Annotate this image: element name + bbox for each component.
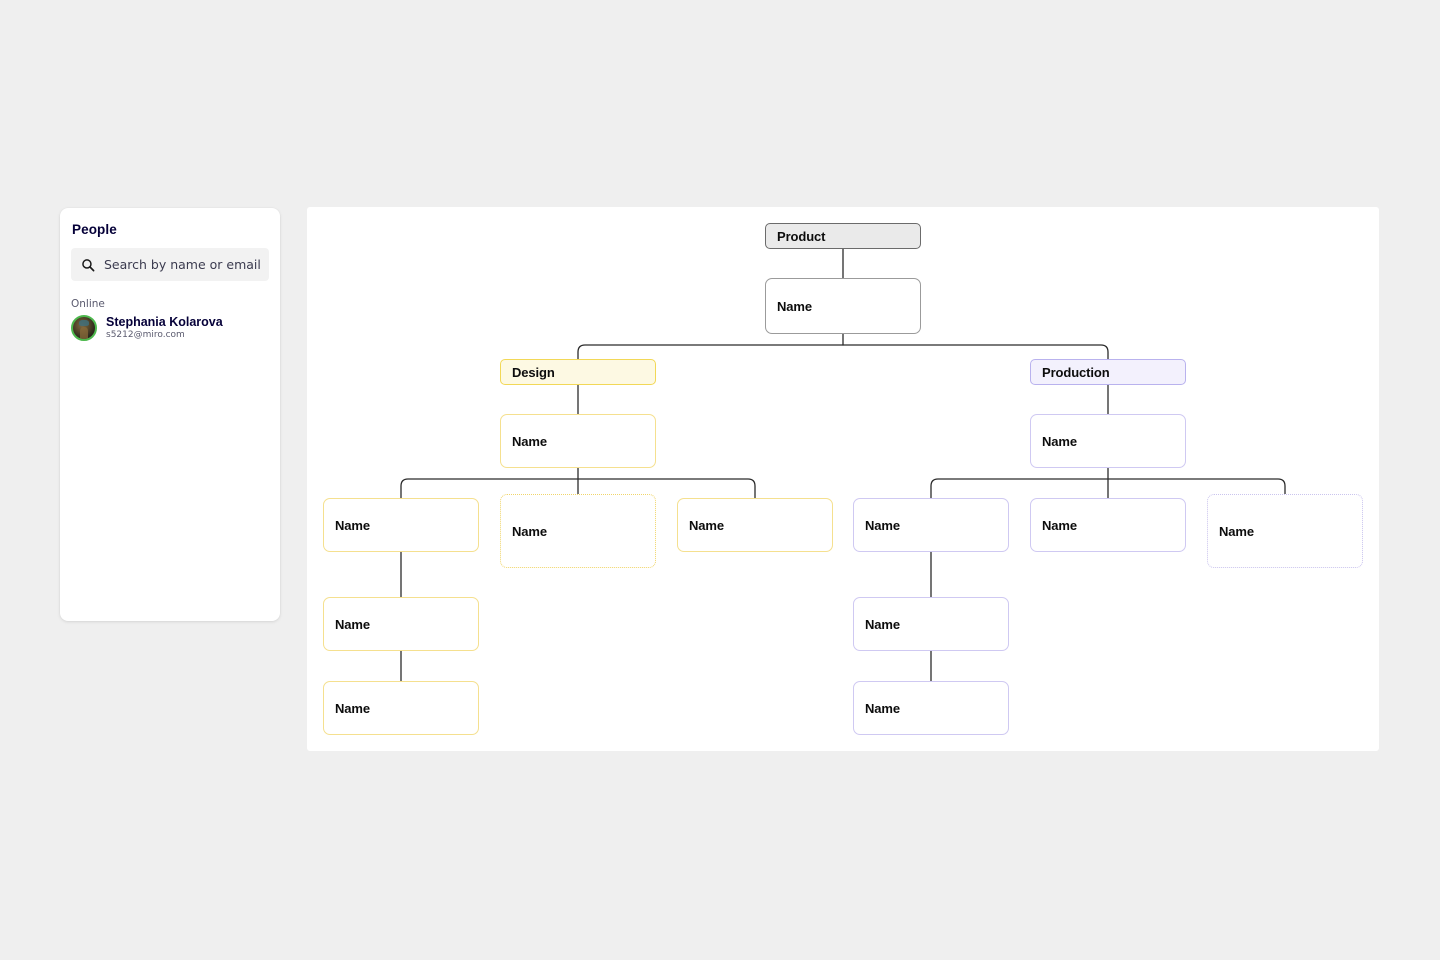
org-person-node[interactable]: Name	[500, 494, 656, 568]
node-label: Name	[1219, 523, 1255, 539]
org-person-node[interactable]: Name	[677, 498, 833, 552]
connector-line	[930, 478, 1109, 499]
org-person-node[interactable]: Name	[323, 597, 479, 651]
connector-line	[842, 344, 1109, 360]
node-label: Name	[335, 517, 371, 533]
node-label: Name	[512, 523, 548, 539]
node-label: Name	[1042, 433, 1078, 449]
org-person-node[interactable]: Name	[853, 498, 1009, 552]
search-icon	[82, 258, 95, 271]
node-label: Name	[777, 298, 813, 314]
online-section-label: Online	[71, 298, 105, 310]
node-label: Name	[1042, 517, 1078, 533]
avatar	[71, 315, 97, 341]
org-person-node[interactable]: Name	[853, 597, 1009, 651]
connector-line	[1107, 478, 1286, 495]
org-dept-node[interactable]: Design	[500, 359, 656, 385]
search-input[interactable]: Search by name or email	[71, 248, 269, 281]
org-person-node[interactable]: Name	[500, 414, 656, 468]
people-panel: People Search by name or email Online St…	[60, 208, 280, 621]
node-label: Name	[335, 700, 371, 716]
node-label: Name	[689, 517, 725, 533]
node-label: Design	[512, 364, 555, 380]
person-email: s5212@miro.com	[106, 329, 185, 340]
org-person-node[interactable]: Name	[765, 278, 921, 334]
node-label: Name	[865, 700, 901, 716]
node-label: Name	[865, 616, 901, 632]
org-person-node[interactable]: Name	[1030, 414, 1186, 468]
list-item[interactable]: Stephania Kolarova s5212@miro.com	[71, 311, 269, 345]
search-placeholder: Search by name or email	[104, 257, 261, 272]
node-label: Production	[1042, 364, 1110, 380]
node-label: Name	[512, 433, 548, 449]
org-person-node[interactable]: Name	[853, 681, 1009, 735]
node-label: Name	[865, 517, 901, 533]
org-person-node[interactable]: Name	[323, 498, 479, 552]
connector-line	[577, 344, 844, 360]
page-title: People	[72, 222, 117, 237]
org-person-node[interactable]: Name	[1207, 494, 1363, 568]
node-label: Name	[335, 616, 371, 632]
person-details: Stephania Kolarova s5212@miro.com	[106, 315, 223, 342]
org-dept-node[interactable]: Production	[1030, 359, 1186, 385]
org-person-node[interactable]: Name	[323, 681, 479, 735]
org-person-node[interactable]: Name	[1030, 498, 1186, 552]
node-label: Product	[777, 228, 826, 244]
org-dept-node[interactable]: Product	[765, 223, 921, 249]
person-name: Stephania Kolarova	[106, 314, 223, 329]
